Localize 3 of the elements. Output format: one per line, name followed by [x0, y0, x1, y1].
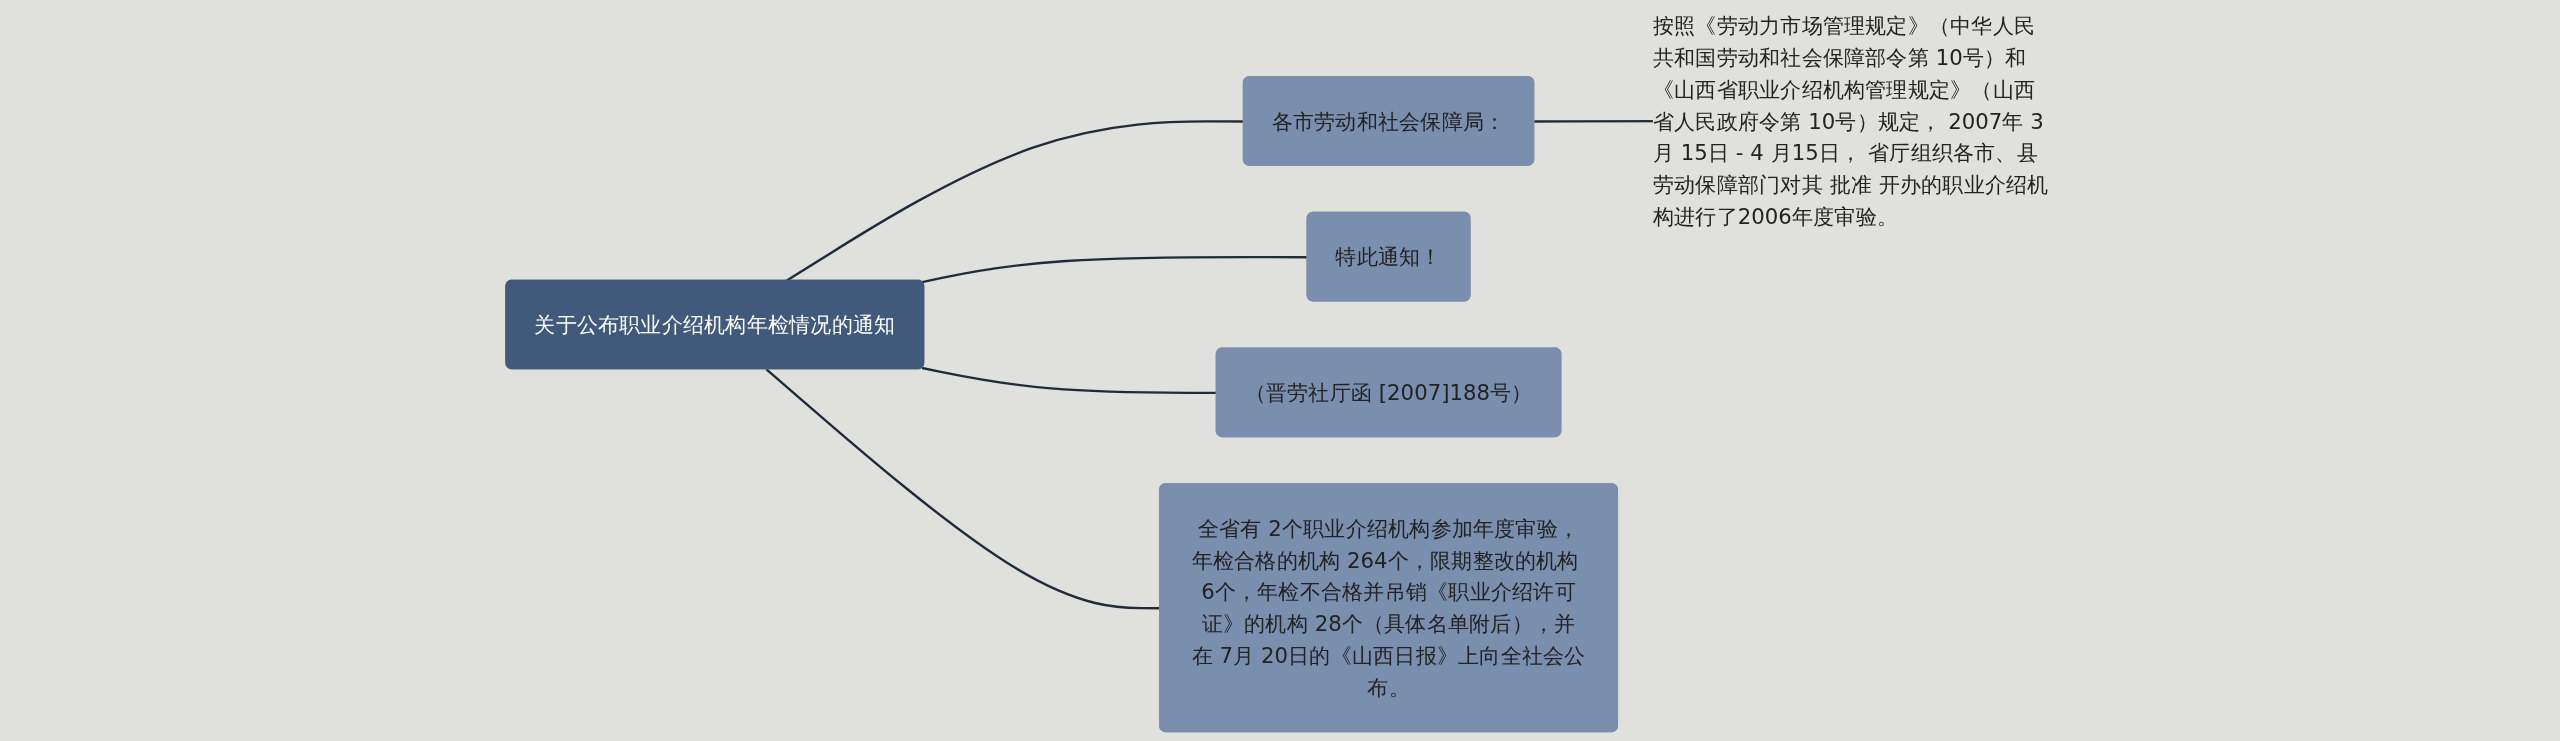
connector: [921, 366, 1217, 395]
connector: [921, 255, 1308, 284]
connector: [785, 120, 1244, 282]
